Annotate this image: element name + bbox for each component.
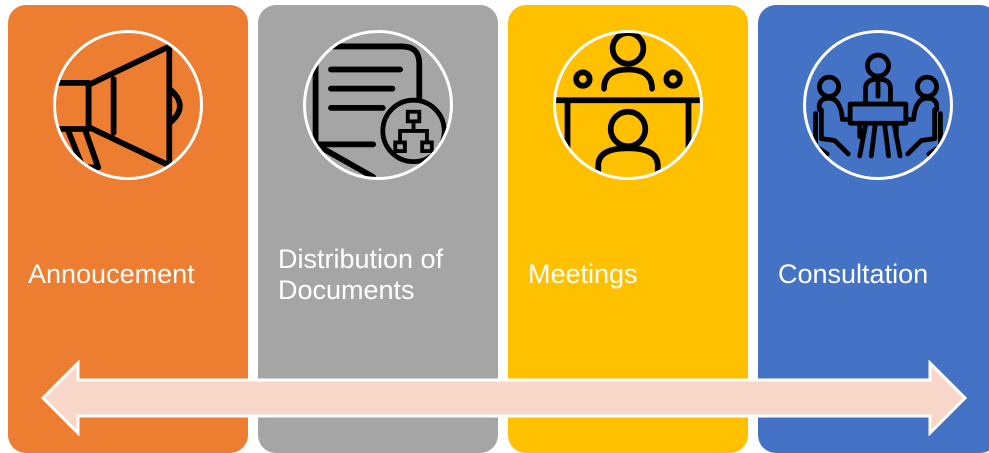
stage-label: Consultation [778, 259, 929, 290]
stage-consultation: Consultation [758, 5, 989, 453]
stage-distribution: Distribution of Documents [258, 5, 498, 453]
stage-annoucement: Annoucement [8, 5, 248, 453]
meeting-people-icon [553, 30, 703, 180]
stage-label: Distribution of Documents [278, 243, 444, 305]
stage-meetings: Meetings [508, 5, 748, 453]
bidirectional-arrow [40, 360, 968, 436]
stage-label: Meetings [528, 259, 638, 290]
consultation-table-icon [803, 30, 953, 180]
stage-label: Annoucement [28, 259, 195, 290]
document-network-icon [303, 30, 453, 180]
megaphone-icon [53, 30, 203, 180]
